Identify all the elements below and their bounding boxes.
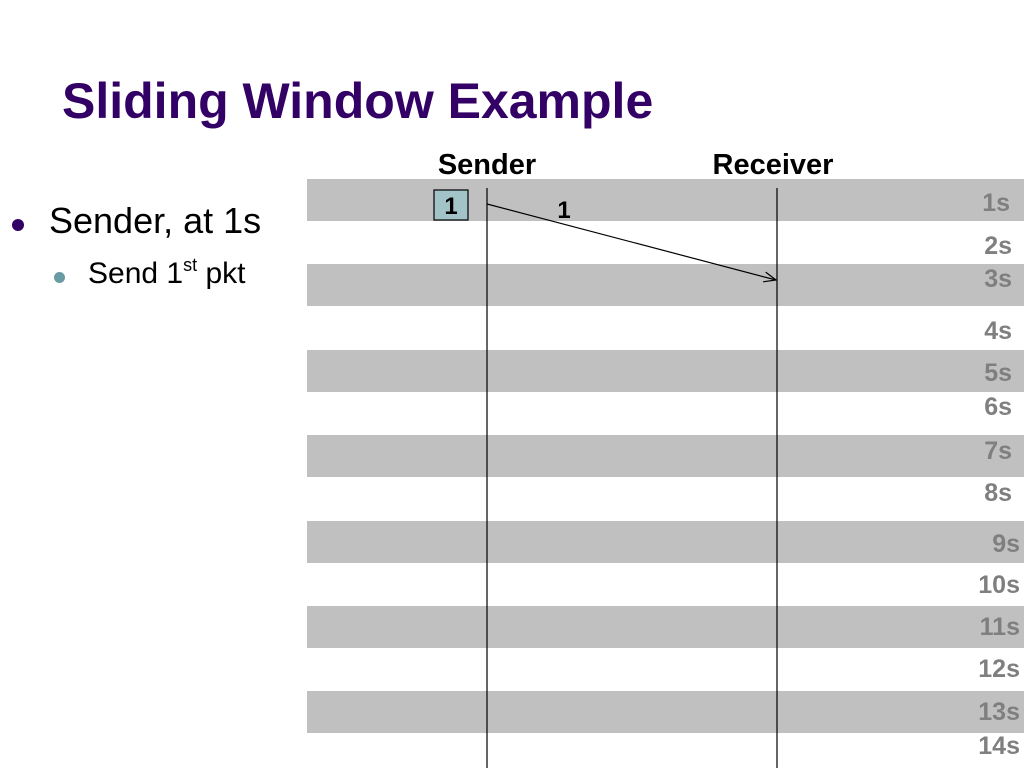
time-label-2s: 2s — [984, 232, 1012, 260]
time-band-5s — [307, 350, 1024, 392]
time-band-3s — [307, 264, 1024, 306]
time-band-1s — [307, 179, 1024, 221]
sender-label: Sender — [438, 149, 536, 181]
packet-box-label: 1 — [444, 193, 457, 220]
packet-arrow — [486, 203, 776, 280]
time-band-13s — [307, 691, 1024, 733]
time-labels: 1s 2s 3s 4s 5s 6s 7s 8s 9s 10s 11s 12s 1… — [978, 189, 1020, 760]
receiver-label: Receiver — [713, 149, 834, 181]
time-band-9s — [307, 521, 1024, 563]
time-label-10s: 10s — [978, 571, 1020, 599]
time-label-13s: 13s — [978, 698, 1020, 726]
time-label-6s: 6s — [984, 393, 1012, 421]
time-label-12s: 12s — [978, 655, 1020, 683]
bullet-level2-superscript: st — [183, 255, 198, 275]
packet-arrow-label: 1 — [557, 197, 570, 224]
bullet-dot-icon — [12, 219, 24, 231]
time-label-3s: 3s — [984, 265, 1012, 293]
time-label-14s: 14s — [978, 732, 1020, 760]
sub-bullet-dot-icon — [54, 272, 65, 283]
time-label-7s: 7s — [984, 437, 1012, 465]
slide-title: Sliding Window Example — [62, 73, 654, 129]
bullet-level2-main: Send 1 — [88, 257, 184, 290]
bullet-level2-tail: pkt — [197, 257, 246, 290]
time-band-7s — [307, 435, 1024, 477]
time-label-9s: 9s — [992, 530, 1020, 558]
bullet-level2-text: Send 1st pkt — [88, 256, 246, 290]
time-label-1s: 1s — [982, 189, 1010, 217]
bullet-list: Sender, at 1s Send 1st pkt — [0, 0, 300, 768]
time-band-11s — [307, 606, 1024, 648]
time-bands — [307, 179, 1024, 733]
time-label-4s: 4s — [984, 317, 1012, 345]
time-label-11s: 11s — [980, 613, 1020, 641]
time-label-8s: 8s — [984, 479, 1012, 507]
time-label-5s: 5s — [984, 359, 1012, 387]
packet-box — [433, 189, 469, 221]
bullet-level1-text: Sender, at 1s — [49, 200, 262, 241]
